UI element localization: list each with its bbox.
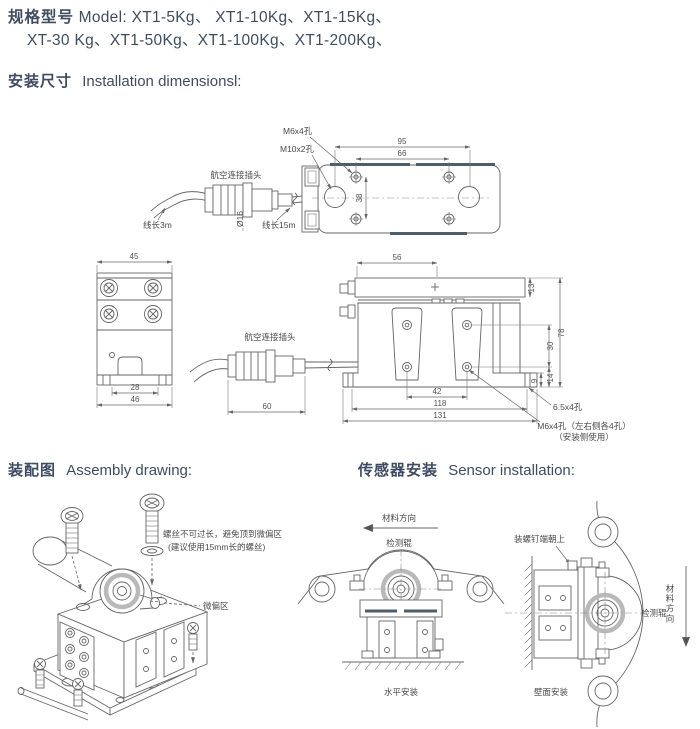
sensor-install-heading-zh: 传感器安装 [358,462,439,479]
caption-wall-mount: 壁面安装 [534,687,569,697]
dim-30: 30 [546,341,555,350]
label-m6-holes: M6x4孔 [283,126,313,136]
dim-78: 78 [557,328,566,337]
label-material-direction-h: 材料方向 [382,513,416,523]
dim-14: 14 [546,373,555,382]
spec-label-zh: 规格型号 [8,9,75,26]
wall-mount-diagram: 装螺钉端朝上 [505,500,690,728]
top-view-drawing: 95 66 38 M6x4孔 M10x2孔 [280,126,501,235]
dim-13: 13 [527,283,536,292]
assembly-heading-zh: 装配图 [8,462,57,479]
label-detect-roller-h: 检测辊 [386,538,412,548]
assembly-drawing: 微偏区 螺丝不可过长，避免顶到微偏区 (建议使用15mm长的螺丝) [17,493,283,721]
label-material-direction-w: 材料方向 [665,584,675,624]
sensor-install-heading-en: Sensor installation: [448,462,575,479]
spec-label-en: Model: [78,9,127,26]
horizontal-mount-diagram: 材料方向 检测辊 [297,513,505,697]
assembly-note-2: (建议使用15mm长的螺丝) [168,542,265,552]
model-list-1: XT1-5Kg、 XT1-10Kg、XT1-15Kg、 [131,9,392,26]
dim-46: 46 [131,395,140,404]
label-cable-3m: 线长3m [143,220,172,230]
dim-9: 9 [530,378,539,383]
aviation-connector-lower: 航空连接插头 60 [189,332,359,415]
dim-38: 38 [355,193,364,202]
model-spec-line2: XT-30 Kg、XT1-50Kg、XT1-100Kg、XT1-200Kg、 [27,28,392,50]
side-view-drawing: 56 [339,253,631,442]
dim-66: 66 [398,149,407,158]
assembly-heading-en: Assembly drawing: [66,462,193,479]
label-cable-15m: 线长15m [262,220,296,230]
end-view-drawing: 45 [96,252,173,408]
label-m10-holes: M10x2孔 [280,144,315,154]
dim-45: 45 [130,252,139,261]
model-list-2: XT-30 Kg、XT1-50Kg、XT1-100Kg、XT1-200Kg、 [27,32,392,49]
dim-dia16: Ø16 [235,211,245,227]
dim-60: 60 [263,402,272,411]
dim-56: 56 [393,253,402,262]
installation-heading: 安装尺寸 Installation dimensionsl: [8,70,241,91]
sensor-installation-drawing: 材料方向 检测辊 [297,500,690,728]
aviation-connector-upper: 航空连接插头 Ø16 线长3m 线长15m [143,170,303,231]
sensor-install-heading: 传感器安装 Sensor installation: [358,459,575,480]
label-side-holes-1: M6x4孔（左右侧各4孔） [537,421,631,431]
installation-heading-en: Installation dimensionsl: [82,73,242,90]
dim-131: 131 [433,411,447,420]
dim-42: 42 [433,387,442,396]
assembly-isometric: 微偏区 螺丝不可过长，避免顶到微偏区 (建议使用15mm长的螺丝) [17,493,283,721]
assembly-note-1: 螺丝不可过长，避免顶到微偏区 [163,529,283,539]
connector-label-2: 航空连接插头 [244,332,296,342]
label-side-holes-2: （安装侧使用） [554,432,614,442]
model-spec-line1: 规格型号 Model: XT1-5Kg、 XT1-10Kg、XT1-15Kg、 [8,5,391,27]
label-deflection-zone: 微偏区 [203,601,229,611]
dim-95: 95 [398,137,407,146]
caption-horizontal-mount: 水平安装 [384,687,419,697]
connector-label: 航空连接插头 [210,170,262,180]
label-detect-roller-w: 检测辊 [641,608,667,618]
installation-heading-zh: 安装尺寸 [8,73,73,90]
label-base-holes: 6.5x4孔 [553,402,583,412]
label-screw-end-up: 装螺钉端朝上 [514,534,566,544]
dim-118: 118 [434,399,447,408]
installation-drawing: 95 66 38 M6x4孔 M10x2孔 航空连接插头 [96,126,631,442]
assembly-heading: 装配图 Assembly drawing: [8,459,192,480]
dim-28: 28 [131,383,140,392]
